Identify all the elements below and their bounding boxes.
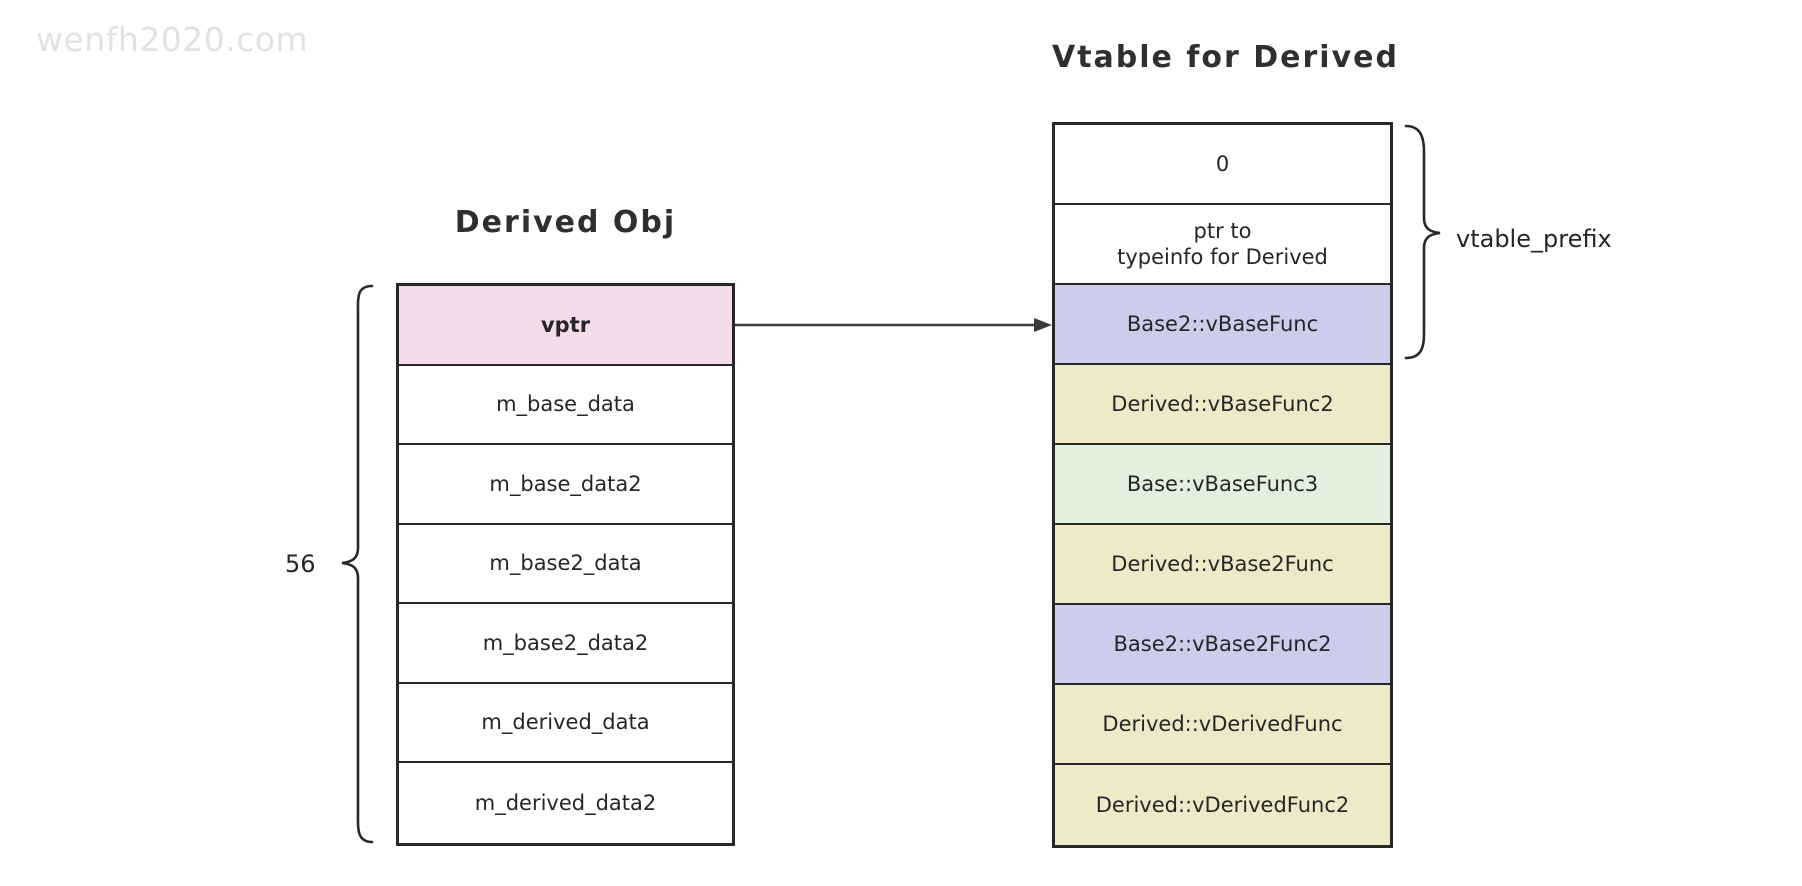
vtable-entry-row-label: Base::vBaseFunc3 — [1126, 471, 1319, 496]
object-field-row-4: m_base2_data2 — [399, 604, 732, 684]
vtable-entry-row-label: Base2::vBase2Func2 — [1113, 631, 1332, 656]
object-size-label: 56 — [285, 550, 316, 578]
vtable-entry-row-label: Derived::vDerivedFunc — [1102, 711, 1343, 736]
vtable-entry-row-6: Base2::vBase2Func2 — [1055, 605, 1390, 685]
object-field-row-label: m_base2_data2 — [482, 630, 649, 655]
object-field-row-label: m_derived_data2 — [474, 791, 657, 816]
object-field-row-0: vptr — [399, 286, 732, 366]
vtable-entry-row-1: ptr to typeinfo for Derived — [1055, 205, 1390, 285]
vtable-entry-row-label: Base2::vBaseFunc — [1126, 311, 1319, 336]
object-field-row-label: m_base_data2 — [489, 471, 642, 496]
watermark-text: wenfh2020.com — [36, 20, 309, 59]
object-size-brace — [341, 284, 374, 844]
vtable-prefix-label: vtable_prefix — [1456, 225, 1612, 253]
vtable-prefix-brace — [1404, 124, 1441, 360]
vtable-panel-title: Vtable for Derived — [1052, 40, 1399, 75]
object-field-row-2: m_base_data2 — [399, 445, 732, 525]
vtable-entry-row-4: Base::vBaseFunc3 — [1055, 445, 1390, 525]
vtable-entry-row-5: Derived::vBase2Func — [1055, 525, 1390, 605]
vtable-entry-row-label: Derived::vBaseFunc2 — [1111, 391, 1334, 416]
vptr-arrow-head — [1034, 318, 1052, 332]
object-field-row-1: m_base_data — [399, 365, 732, 446]
vtable-entry-row-0: 0 — [1055, 125, 1390, 205]
object-field-row-5: m_derived_data — [399, 683, 732, 764]
vtable-entry-row-3: Derived::vBaseFunc2 — [1055, 365, 1390, 445]
vtable-entry-row-7: Derived::vDerivedFunc — [1055, 685, 1390, 765]
vtable-entry-row-2: Base2::vBaseFunc — [1055, 285, 1390, 365]
object-field-row-label: m_base2_data — [489, 551, 642, 576]
vtable-entry-row-8: Derived::vDerivedFunc2 — [1055, 765, 1390, 845]
object-panel-title: Derived Obj — [454, 205, 677, 240]
vtable-entry-row-label: Derived::vDerivedFunc2 — [1095, 792, 1350, 817]
object-field-row-label: m_derived_data — [481, 710, 650, 735]
object-field-row-label: m_base_data — [496, 392, 635, 417]
vtable-entry-row-label: 0 — [1215, 151, 1230, 176]
object-field-row-6: m_derived_data2 — [399, 763, 732, 843]
object-field-row-3: m_base2_data — [399, 524, 732, 605]
object-field-row-label: vptr — [540, 312, 591, 337]
vtable-entry-row-label: ptr to typeinfo for Derived — [1117, 218, 1328, 269]
vtable-entry-row-label: Derived::vBase2Func — [1111, 551, 1334, 576]
